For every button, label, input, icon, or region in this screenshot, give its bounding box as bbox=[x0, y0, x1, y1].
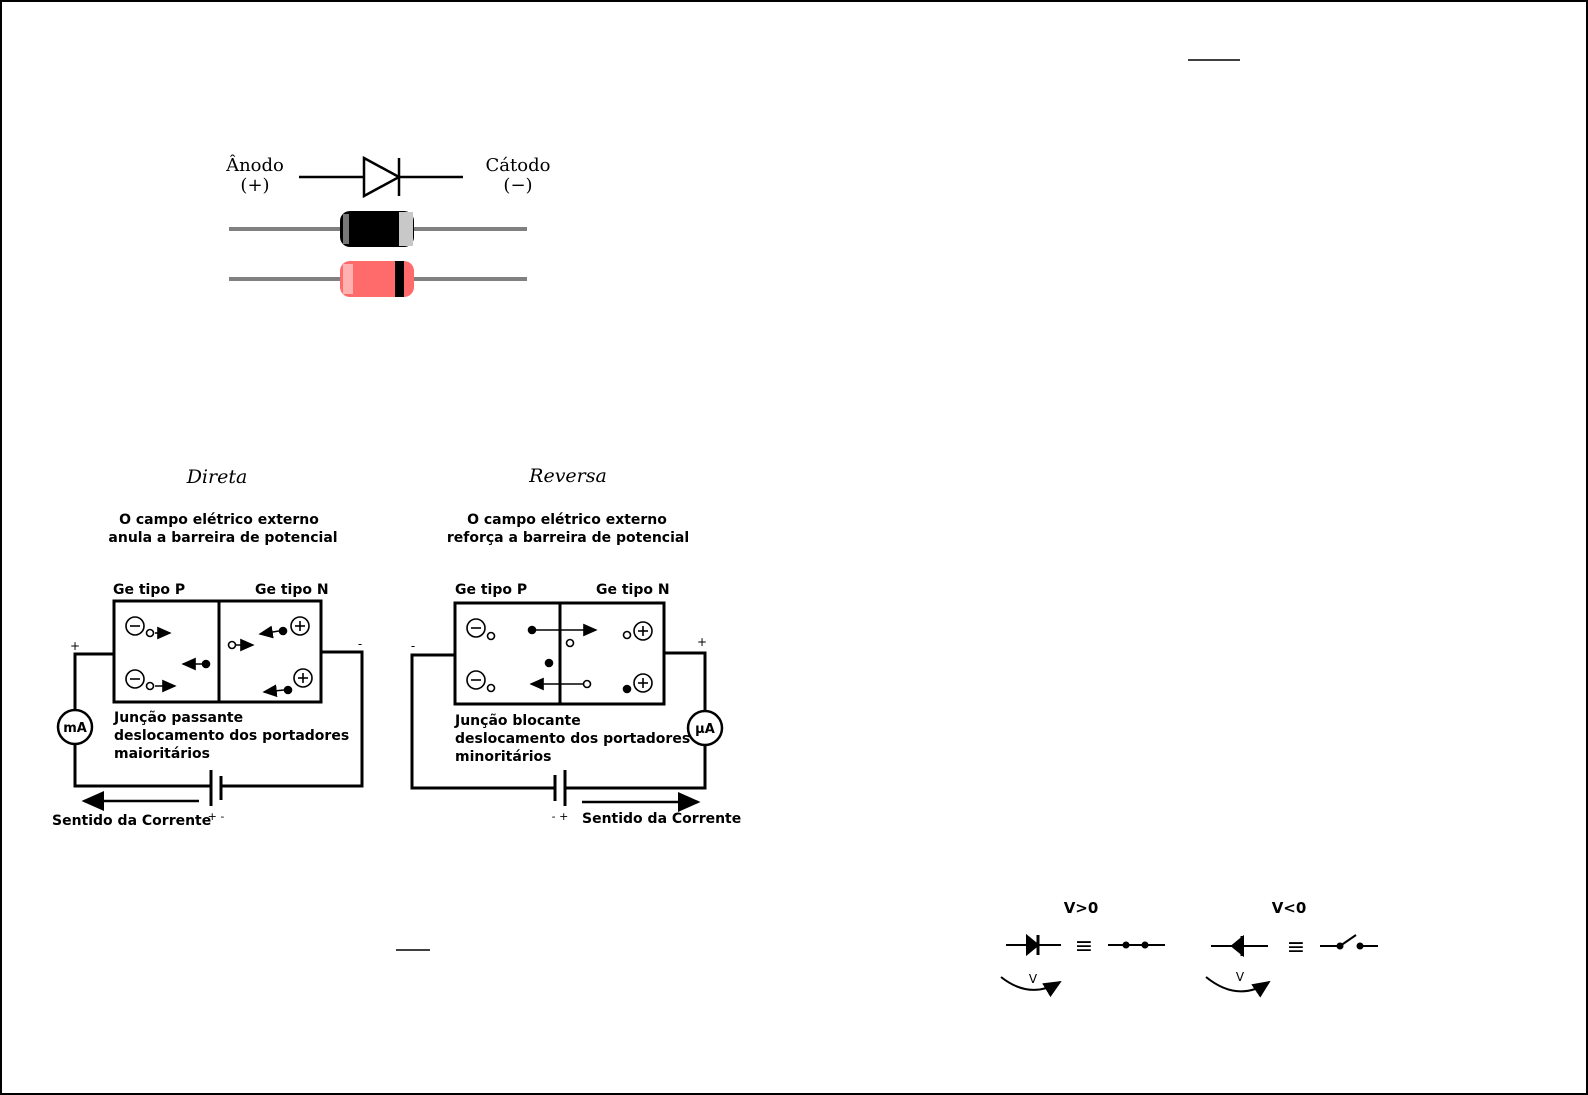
reverse-caption-line2: reforça a barreira de potencial bbox=[447, 530, 689, 546]
reverse-voltage-arrow bbox=[1205, 976, 1271, 998]
direct-title: Direta bbox=[186, 466, 248, 488]
microammeter-icon bbox=[686, 709, 724, 747]
direct-caption-line2: anula a barreira de potencial bbox=[108, 530, 337, 546]
reverse-title: Reversa bbox=[528, 465, 607, 487]
reverse-diode-icon bbox=[1211, 934, 1268, 958]
reverse-p-label: Ge tipo P bbox=[455, 582, 527, 598]
reverse-bias-diagram: Reversa O campo elétrico externo reforça… bbox=[410, 465, 741, 827]
reverse-equiv-symbol: ≡ bbox=[1287, 935, 1305, 960]
direct-note-line3: maioritários bbox=[114, 746, 210, 762]
reverse-battery-signs: - + bbox=[552, 810, 569, 823]
diode-black-package bbox=[229, 211, 527, 247]
direct-meter-label: mA bbox=[63, 721, 87, 736]
diode-schematic-icon bbox=[299, 155, 463, 199]
direct-right-sign: - bbox=[358, 637, 362, 651]
anode-label: Ânodo bbox=[225, 153, 284, 176]
forward-voltage-label: V bbox=[1029, 972, 1038, 986]
cathode-sign: (−) bbox=[503, 175, 532, 196]
reverse-current-label: Sentido da Corrente bbox=[582, 811, 741, 827]
reverse-bias-label: V<0 bbox=[1272, 899, 1307, 917]
direct-battery-signs: + - bbox=[208, 810, 225, 823]
reverse-right-sign: + bbox=[697, 635, 707, 649]
forward-bias-label: V>0 bbox=[1064, 899, 1099, 917]
direct-note-line2: deslocamento dos portadores bbox=[114, 728, 349, 744]
direct-current-label: Sentido da Corrente bbox=[52, 813, 211, 829]
direct-n-label: Ge tipo N bbox=[255, 582, 329, 598]
direct-bias-diagram: Direta O campo elétrico externo anula a … bbox=[52, 466, 364, 829]
reverse-note-line2: deslocamento dos portadores bbox=[455, 731, 690, 747]
reverse-note-line3: minoritários bbox=[455, 749, 551, 765]
direct-caption-line1: O campo elétrico externo bbox=[119, 512, 319, 528]
reverse-caption-line1: O campo elétrico externo bbox=[467, 512, 667, 528]
diode-symbol-figure: Ânodo (+) Cátodo (−) bbox=[225, 153, 550, 297]
direct-p-label: Ge tipo P bbox=[113, 582, 185, 598]
direct-left-sign: + bbox=[70, 639, 80, 653]
closed-switch-icon bbox=[1108, 941, 1165, 949]
diode-red-package bbox=[229, 261, 527, 297]
cathode-label: Cátodo bbox=[486, 155, 551, 176]
reverse-left-sign: - bbox=[411, 639, 415, 653]
forward-diode-icon bbox=[1006, 933, 1061, 957]
reverse-meter-label: μA bbox=[695, 722, 715, 737]
reverse-note-line1: Junção blocante bbox=[454, 713, 581, 729]
forward-equiv-symbol: ≡ bbox=[1075, 934, 1093, 959]
ideal-diode-model: V>0 ≡ V V<0 ≡ V bbox=[1000, 899, 1378, 998]
reverse-n-label: Ge tipo N bbox=[596, 582, 670, 598]
forward-voltage-arrow bbox=[1000, 976, 1062, 998]
reverse-voltage-label: V bbox=[1236, 970, 1245, 984]
anode-sign: (+) bbox=[240, 175, 269, 196]
milliammeter-icon bbox=[56, 708, 94, 746]
direct-note-line1: Junção passante bbox=[113, 710, 243, 726]
open-switch-icon bbox=[1320, 934, 1378, 950]
